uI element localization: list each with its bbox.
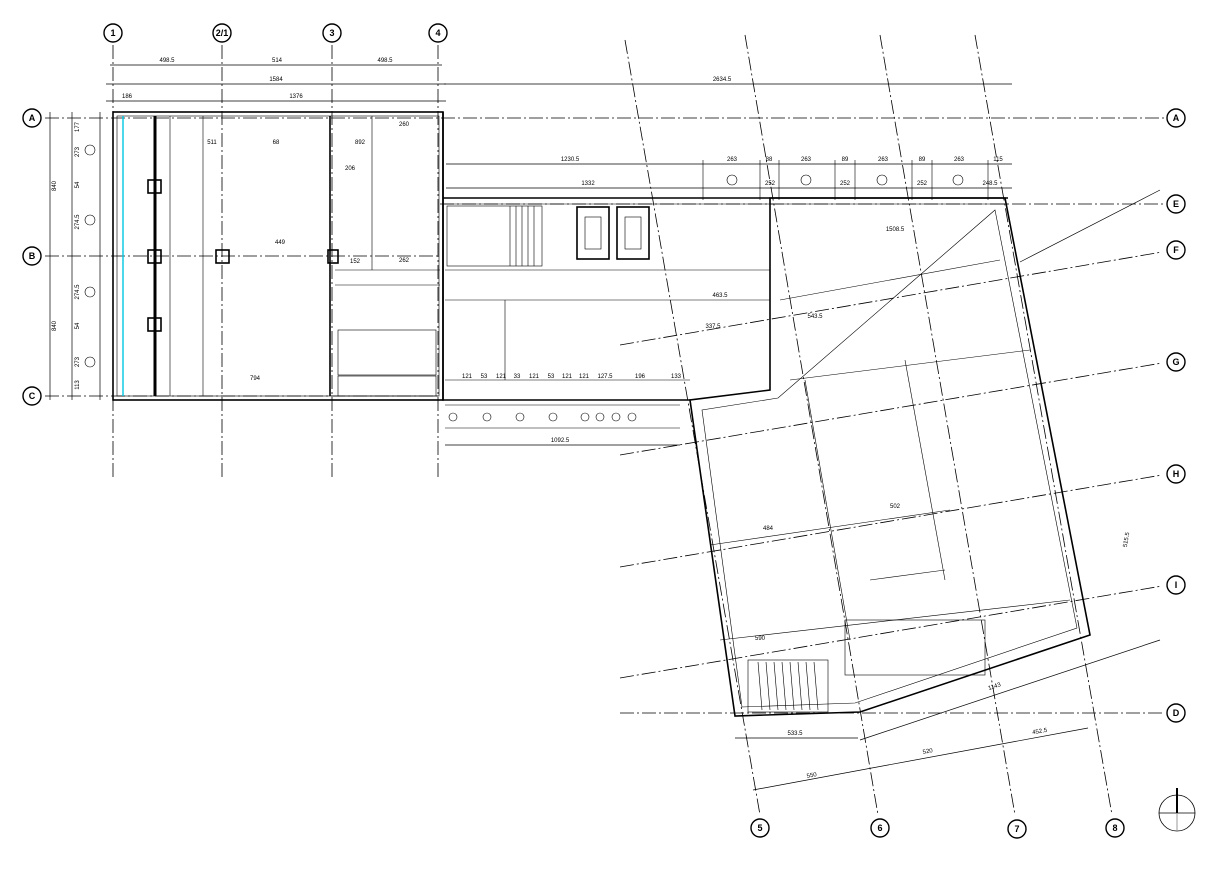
dim-label: 121 xyxy=(579,374,590,380)
dim-label: 260 xyxy=(399,122,410,128)
dim-label: 514 xyxy=(272,58,283,64)
dim-label: 252 xyxy=(840,181,851,187)
dim-label: 88 xyxy=(766,157,773,163)
grid-label: 8 xyxy=(1112,823,1117,833)
grid-label: A xyxy=(29,113,36,123)
dim-label: 840 xyxy=(52,180,58,191)
dim-label: 1508.5 xyxy=(886,227,905,233)
dim-label: 54 xyxy=(75,181,81,188)
dim-label: 498.5 xyxy=(377,58,393,64)
dim-label: 121 xyxy=(462,374,473,380)
dim-label: 263 xyxy=(954,157,965,163)
dim-label: 121 xyxy=(529,374,540,380)
grid-label: C xyxy=(29,391,36,401)
dim-label: 89 xyxy=(919,157,926,163)
dimensions-bottom: 533.5 550 520 452.5 xyxy=(735,728,1089,791)
dim-label: 263 xyxy=(801,157,812,163)
grid-label: D xyxy=(1173,708,1180,718)
dim-label: 33 xyxy=(514,374,521,380)
grid-label: 1 xyxy=(110,28,115,38)
dim-label: 263 xyxy=(878,157,889,163)
dim-label: 121 xyxy=(496,374,507,380)
grid-label: G xyxy=(1172,357,1179,367)
central-core: 1092.5 121 53 121 33 121 53 121 121 127.… xyxy=(442,112,1008,446)
dim-label: 252 xyxy=(765,181,776,187)
dim-label: 263 xyxy=(727,157,738,163)
dim-label: 463.5 xyxy=(712,293,728,299)
dim-label: 337.5 xyxy=(705,324,721,330)
dim-label: 1143 xyxy=(988,682,1003,692)
grid-label: H xyxy=(1173,469,1180,479)
dim-label: 520 xyxy=(922,748,934,756)
dim-label: 274.5 xyxy=(75,284,81,300)
grid-label: I xyxy=(1175,580,1178,590)
dim-label: 68 xyxy=(273,140,280,146)
west-block: 794 449 511 68 892 206 260 152 262 xyxy=(112,111,444,401)
dim-label: 274.5 xyxy=(75,214,81,230)
dim-label: 892 xyxy=(355,140,366,146)
dim-label: 502 xyxy=(890,504,901,510)
dim-label: 186 xyxy=(122,94,133,100)
dim-label: 515.5 xyxy=(1123,531,1132,547)
grid-bubbles: 1 2/1 3 4 A B C A E F G H I D 5 6 7 8 xyxy=(22,23,1186,839)
dim-label: 543.5 xyxy=(807,314,823,320)
dimensions-left: 840 840 177 273 54 274.5 274.5 54 273 11… xyxy=(49,112,101,400)
dim-label: 533.5 xyxy=(787,731,803,737)
dim-label: 89 xyxy=(842,157,849,163)
grid-label: 6 xyxy=(877,823,882,833)
dim-label: 1092.5 xyxy=(551,438,570,444)
dim-label: 152 xyxy=(350,259,361,265)
grid-lines xyxy=(45,34,1165,816)
dim-label: 53 xyxy=(481,374,488,380)
north-arrow-icon xyxy=(1158,788,1196,832)
dim-label: 113 xyxy=(75,380,81,390)
dim-label: 121 xyxy=(562,374,573,380)
grid-label: 3 xyxy=(329,28,334,38)
dim-label: 498.5 xyxy=(159,58,175,64)
grid-label: 5 xyxy=(757,823,762,833)
grid-label: A xyxy=(1173,113,1180,123)
dim-label: 177 xyxy=(75,121,81,132)
dim-label: 127.5 xyxy=(597,374,613,380)
dim-label: 452.5 xyxy=(1032,728,1048,737)
dimensions-top: 498.5 514 498.5 1584 186 1376 2634.5 123… xyxy=(106,58,1012,200)
dim-label: 273 xyxy=(75,146,81,157)
dim-label: 840 xyxy=(52,320,58,331)
dim-label: 115 xyxy=(993,157,1003,163)
grid-label: 4 xyxy=(435,28,440,38)
east-wing: 543.5 463.5 337.5 1508.5 484 502 590 114… xyxy=(689,189,1161,741)
grid-label: F xyxy=(1173,245,1179,255)
dim-label: 1230.5 xyxy=(561,157,580,163)
dim-label: 206 xyxy=(345,166,356,172)
dim-label: 484 xyxy=(763,526,774,532)
dim-label: 449 xyxy=(275,240,286,246)
grid-label: B xyxy=(29,251,36,261)
dim-label: 252 xyxy=(917,181,928,187)
dim-label: 590 xyxy=(755,636,766,642)
dim-label: 550 xyxy=(806,772,818,780)
dim-label: 1332 xyxy=(581,181,595,187)
dim-label: 248.5 xyxy=(982,181,998,187)
dim-label: 54 xyxy=(75,322,81,329)
dim-label: 1376 xyxy=(289,94,303,100)
grid-label: 7 xyxy=(1014,824,1019,834)
dim-label: 2634.5 xyxy=(713,77,732,83)
dim-label: 511 xyxy=(207,140,217,146)
dim-label: 273 xyxy=(75,356,81,367)
dim-label: 133 xyxy=(671,374,682,380)
grid-label: 2/1 xyxy=(216,28,229,38)
dim-label: 196 xyxy=(635,374,646,380)
dim-label: 262 xyxy=(399,258,410,264)
grid-label: E xyxy=(1173,199,1179,209)
dim-label: 794 xyxy=(250,376,261,382)
dim-label: 1584 xyxy=(269,77,283,83)
dim-label: 53 xyxy=(548,374,555,380)
